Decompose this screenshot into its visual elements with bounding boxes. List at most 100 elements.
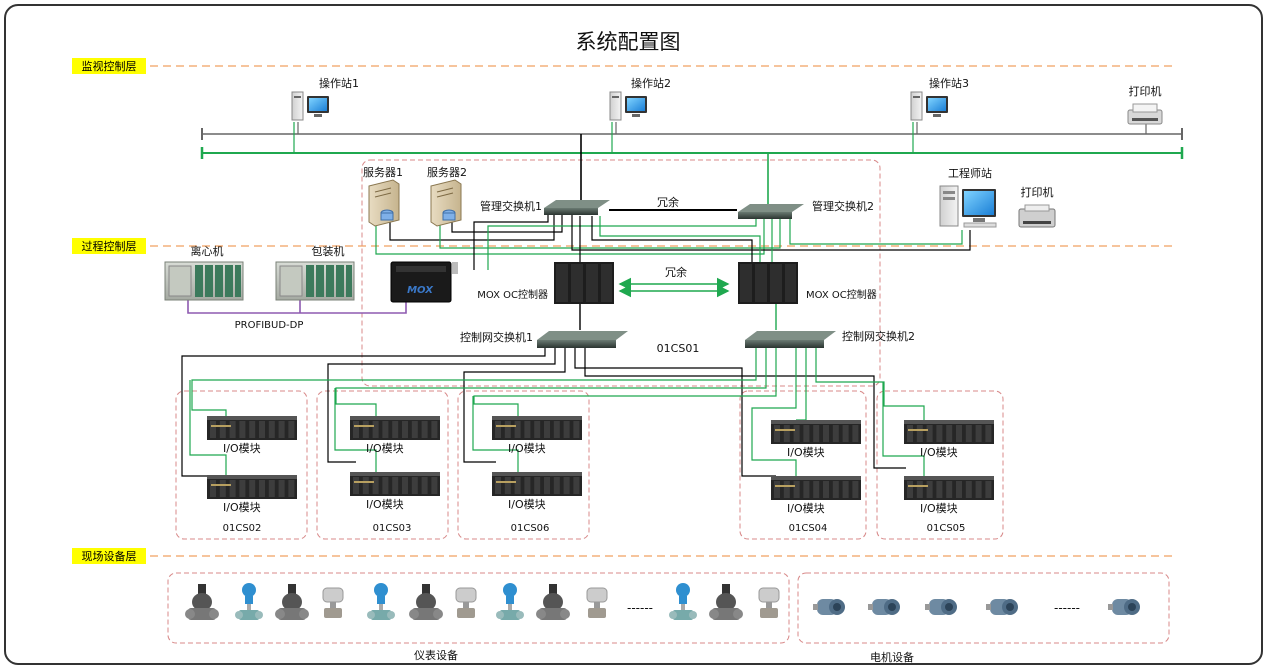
printer-top: 打印机 (1127, 84, 1163, 125)
server-2: 服务器2 (427, 166, 467, 227)
io-modules: I/O模块 I/O模块 I/O模块 I/O模块 I/O模块 I/O模块 I/O模块 I/O模块… (207, 416, 994, 515)
io-module: I/O模块 (350, 416, 440, 455)
ctrl-switch-2: 控制网交换机2 (745, 329, 915, 348)
mgmt-switch-2: 管理交换机2 (738, 199, 874, 219)
station-links (293, 122, 1147, 153)
io-module: I/O模块 (492, 416, 582, 455)
operator-station-2: 操作站2 (609, 76, 671, 121)
controller-1-label: MOX OC控制器 (477, 288, 548, 301)
cabinet-label-2: 01CS03 (373, 523, 412, 534)
ctrl-switch-2-label: 控制网交换机2 (842, 329, 915, 343)
transmitter-icon (235, 583, 263, 620)
server-1: 服务器1 (363, 166, 403, 227)
instruments-label: 仪表设备 (414, 648, 458, 662)
cabinet-label-4: 01CS04 (789, 523, 828, 534)
io-module-label: I/O模块 (787, 446, 825, 459)
packer-label: 包装机 (312, 244, 345, 258)
control-valve-icon (536, 584, 570, 620)
io-module-label: I/O模块 (787, 502, 825, 515)
mox-gateway-label: MOX (407, 285, 434, 296)
motor-icon (1108, 599, 1140, 615)
io-module-label: I/O模块 (366, 498, 404, 511)
field-devices (185, 583, 1140, 620)
centrifuge-label: 离心机 (191, 244, 224, 258)
layer-badge-process: 过程控制层 (82, 239, 137, 253)
controller-1: MOX OC控制器 (477, 262, 614, 304)
control-valve-icon (409, 584, 443, 620)
transmitter-icon (496, 583, 524, 620)
layer-badges: 监视控制层 过程控制层 现场设备层 (72, 58, 146, 564)
io-module: I/O模块 (350, 472, 440, 511)
motor-icon (986, 599, 1018, 615)
motor-icon (813, 599, 845, 615)
io-module-label: I/O模块 (920, 446, 958, 459)
mgmt-links (187, 134, 971, 330)
redundant-link (618, 277, 730, 298)
ellipsis-instruments: ------ (627, 601, 653, 615)
printer-right-label: 打印机 (1021, 185, 1054, 199)
cs01-label: 01CS01 (657, 342, 700, 355)
printer-right: 打印机 (1018, 185, 1056, 228)
controller-2: MOX OC控制器 (738, 262, 877, 304)
centrifuge-plc: 离心机 (164, 244, 244, 301)
io-cabling (181, 348, 925, 484)
electric-actuator-icon (455, 587, 477, 618)
cabinet-label-1: 01CS02 (223, 523, 262, 534)
operator-station-1-label: 操作站1 (319, 76, 359, 90)
layer-dividers (150, 65, 1172, 557)
monitor-bus (200, 128, 1184, 159)
transmitter-icon (669, 583, 697, 620)
electric-actuator-icon (758, 587, 780, 618)
control-valve-icon (709, 584, 743, 620)
engineer-station-label: 工程师站 (948, 166, 992, 180)
diagram-frame (4, 4, 1263, 665)
io-module: I/O模块 (207, 416, 297, 455)
server-2-label: 服务器2 (427, 166, 467, 179)
diagram-title: 系统配置图 (576, 30, 681, 54)
cabinet-label-5: 01CS05 (927, 523, 966, 534)
controller-2-label: MOX OC控制器 (806, 288, 877, 301)
mgmt-switch-1-label: 管理交换机1 (480, 199, 542, 213)
io-module: I/O模块 (771, 420, 861, 459)
io-module: I/O模块 (771, 476, 861, 515)
packer-plc: 包装机 (275, 244, 355, 301)
mgmt-switch-2-label: 管理交换机2 (812, 199, 874, 213)
ctrl-switch-1-label: 控制网交换机1 (460, 330, 533, 344)
layer-badge-field: 现场设备层 (82, 549, 137, 563)
operator-station-3: 操作站3 (910, 76, 969, 121)
redundant-mid-label: 冗余 (665, 265, 687, 279)
io-module-label: I/O模块 (223, 442, 261, 455)
engineer-station: 工程师站 (939, 166, 997, 228)
server-1-label: 服务器1 (363, 166, 403, 179)
io-module: I/O模块 (904, 476, 994, 515)
operator-station-1: 操作站1 (291, 76, 359, 121)
electric-actuator-icon (322, 587, 344, 618)
io-module-label: I/O模块 (508, 442, 546, 455)
electric-actuator-icon (586, 587, 608, 618)
operator-station-2-label: 操作站2 (631, 76, 671, 90)
control-valve-icon (275, 584, 309, 620)
mox-gateway: MOX (390, 261, 458, 303)
redundant-top-label: 冗余 (657, 195, 679, 209)
cabinet-label-3: 01CS06 (511, 523, 550, 534)
group-boxes (167, 159, 1170, 644)
io-module-label: I/O模块 (366, 442, 404, 455)
profibus-label: PROFIBUD-DP (235, 320, 304, 331)
io-module: I/O模块 (904, 420, 994, 459)
mgmt-switch-1: 管理交换机1 (480, 199, 610, 215)
ctrl-switch-1: 控制网交换机1 (460, 330, 628, 348)
transmitter-icon (367, 583, 395, 620)
operator-station-3-label: 操作站3 (929, 76, 969, 90)
io-module-label: I/O模块 (223, 501, 261, 514)
ellipsis-motors: ------ (1054, 601, 1080, 615)
motors-label: 电机设备 (870, 650, 914, 664)
io-module: I/O模块 (207, 475, 297, 514)
io-module-label: I/O模块 (920, 502, 958, 515)
printer-top-label: 打印机 (1129, 84, 1162, 98)
layer-badge-monitor: 监视控制层 (82, 59, 137, 73)
motor-icon (868, 599, 900, 615)
motor-icon (925, 599, 957, 615)
control-valve-icon (185, 584, 219, 620)
io-module-label: I/O模块 (508, 498, 546, 511)
